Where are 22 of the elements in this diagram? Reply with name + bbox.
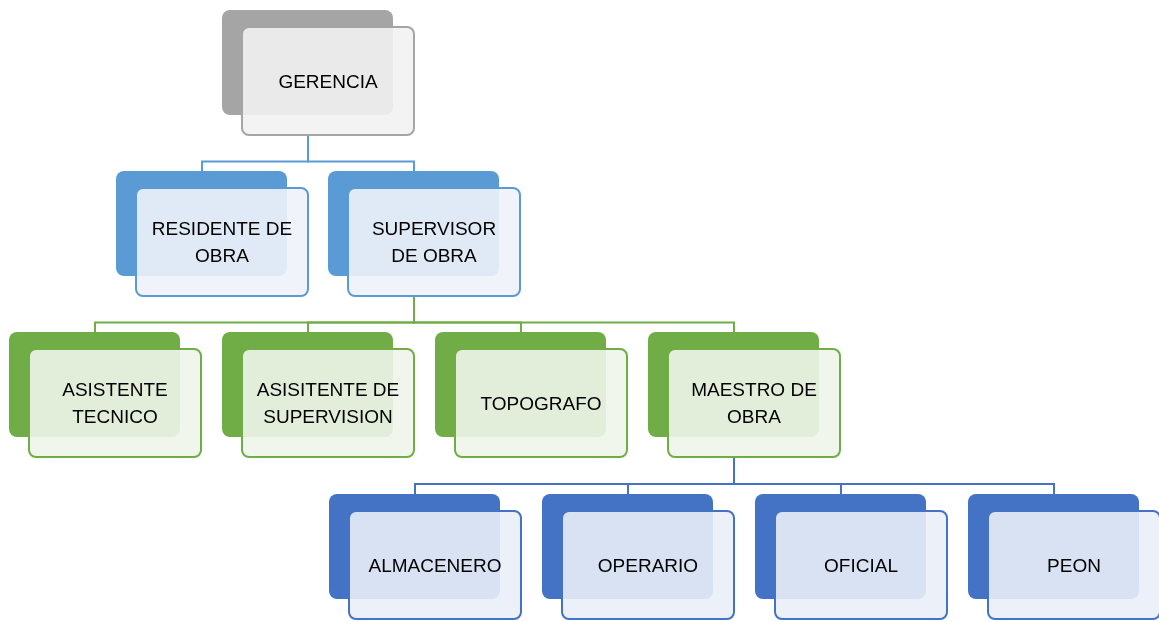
box-label: ALMACENERO	[368, 553, 502, 578]
org-box	[347, 187, 521, 297]
box-label: ASISITENTE DE SUPERVISION	[255, 378, 401, 429]
org-box	[348, 510, 522, 620]
org-box	[241, 348, 415, 458]
box-label: GERENCIA	[278, 69, 378, 94]
box-label: MAESTRO DE OBRA	[690, 378, 818, 429]
box-label: TOPOGRAFO	[480, 391, 602, 416]
box-label: PEON	[1047, 553, 1101, 578]
box-label: SUPERVISOR DE OBRA	[370, 217, 498, 268]
org-box	[987, 510, 1159, 620]
org-box	[774, 510, 948, 620]
box-label: ASISTENTE TECNICO	[61, 378, 169, 429]
org-box	[561, 510, 735, 620]
org-box	[667, 348, 841, 458]
box-label: OPERARIO	[597, 553, 699, 578]
box-label: RESIDENTE DE OBRA	[150, 217, 294, 268]
org-box	[454, 348, 628, 458]
org-box	[241, 26, 415, 136]
box-label: OFICIAL	[824, 553, 898, 578]
org-box	[135, 187, 309, 297]
org-box	[28, 348, 202, 458]
